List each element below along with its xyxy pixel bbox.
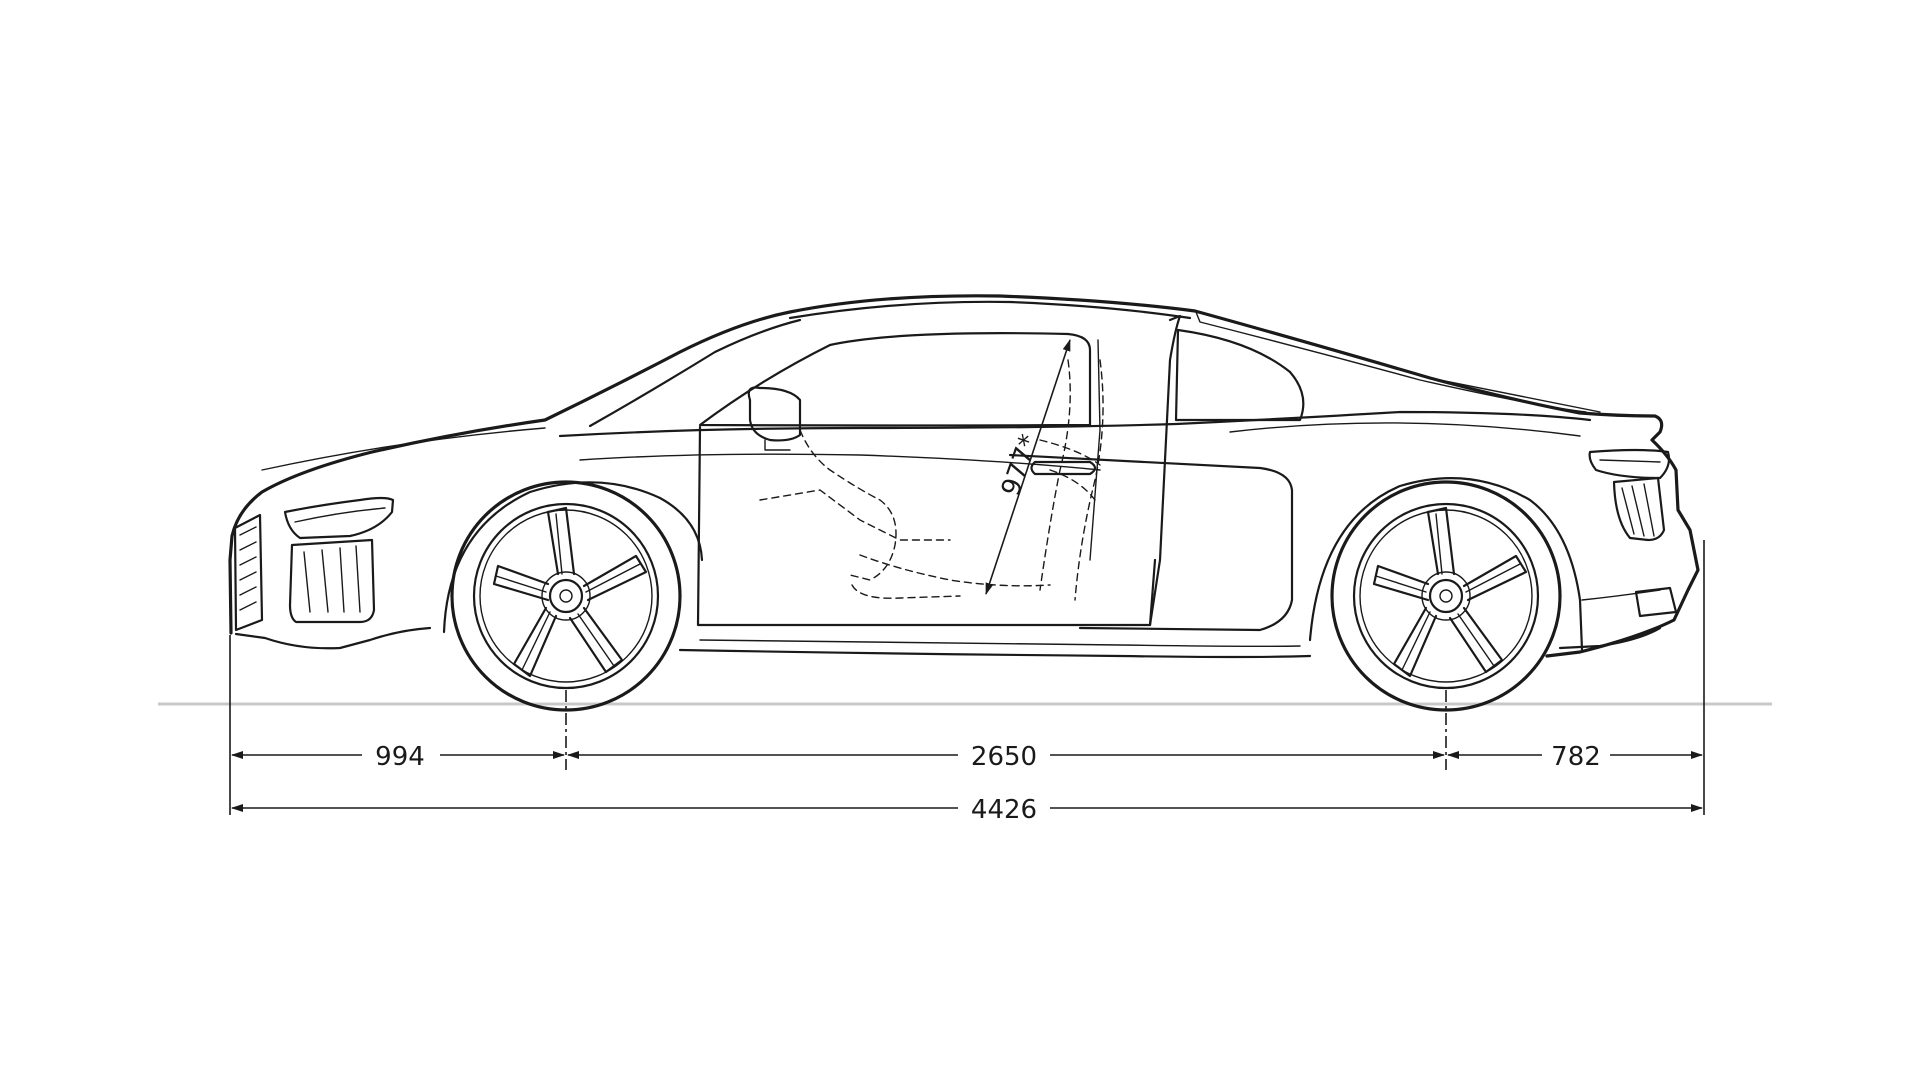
label-headroom: 977* bbox=[996, 431, 1045, 500]
rear-wheel bbox=[1330, 480, 1562, 712]
dim-headroom-line bbox=[985, 339, 1071, 595]
front-wheel bbox=[450, 480, 682, 712]
wheel-logo bbox=[1439, 589, 1453, 603]
dimension-lines bbox=[229, 339, 1705, 815]
wheel-logo bbox=[559, 589, 573, 603]
label-front-overhang: 994 bbox=[375, 742, 425, 772]
label-rear-overhang: 782 bbox=[1551, 742, 1601, 772]
label-wheelbase: 2650 bbox=[971, 742, 1037, 772]
label-overall-length: 4426 bbox=[971, 795, 1037, 825]
car-side-profile bbox=[228, 294, 1700, 659]
